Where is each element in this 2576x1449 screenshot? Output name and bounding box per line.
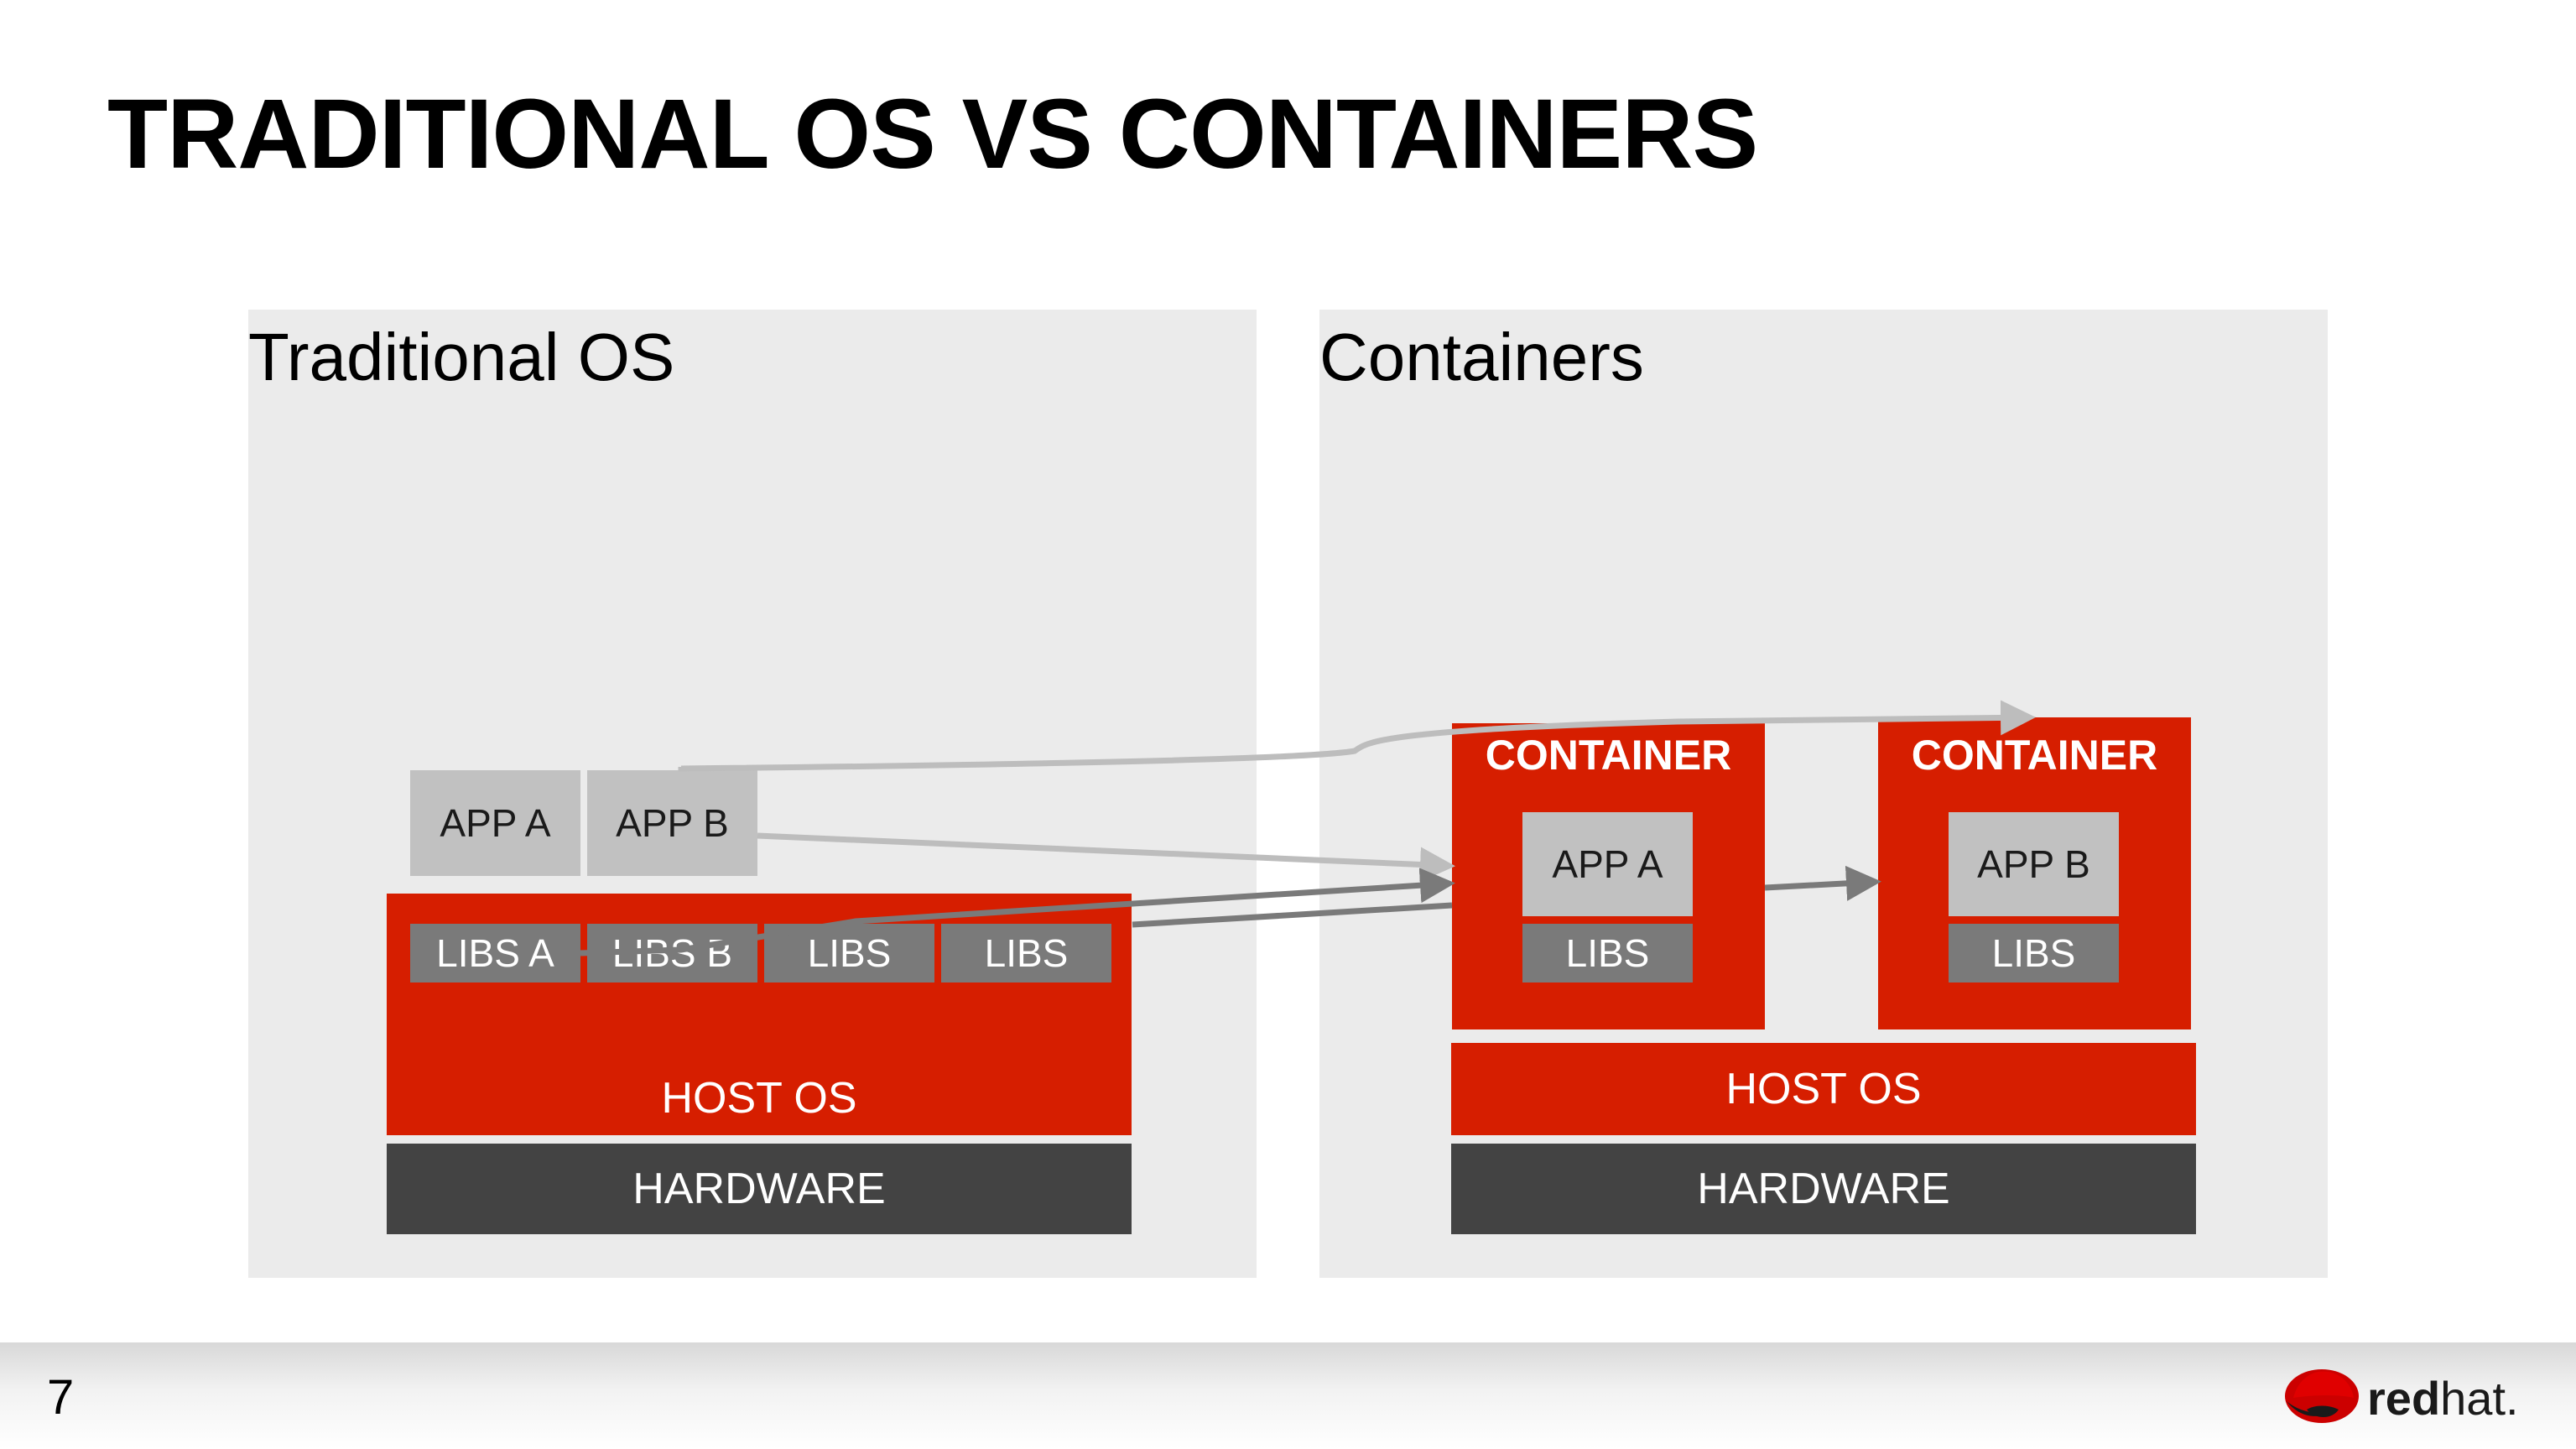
app-a-box: APP A bbox=[410, 770, 580, 876]
arrow-libs-a-to-container-a bbox=[580, 868, 1455, 956]
libs-box: LIBS bbox=[764, 924, 934, 983]
arrow-container-a-to-container-b bbox=[1764, 865, 1881, 901]
container-libs-a-box: LIBS bbox=[1522, 924, 1693, 983]
container-host-os-block: HOST OS bbox=[1451, 1043, 2196, 1135]
host-os-label: HOST OS bbox=[661, 1074, 857, 1123]
slide-footer bbox=[0, 1342, 2576, 1449]
containers-heading: Containers bbox=[1319, 320, 1644, 394]
arrow-libs-b-to-container bbox=[1132, 902, 1453, 928]
page-number: 7 bbox=[47, 1370, 75, 1425]
hardware-block: HARDWARE bbox=[387, 1144, 1132, 1234]
app-b-box: APP B bbox=[587, 770, 757, 876]
slide-title: TRADITIONAL OS VS CONTAINERS bbox=[107, 79, 1758, 190]
traditional-os-heading: Traditional OS bbox=[248, 320, 675, 394]
container-app-b-box: APP B bbox=[1949, 812, 2119, 916]
redhat-logo-text: redhat. bbox=[2367, 1371, 2519, 1426]
arrow-app-b-to-container-b bbox=[678, 700, 2036, 772]
container-libs-b-box: LIBS bbox=[1949, 924, 2119, 983]
arrow-app-a-to-container-a bbox=[757, 832, 1455, 883]
container-app-a-box: APP A bbox=[1522, 812, 1693, 916]
libs-box: LIBS bbox=[941, 924, 1111, 983]
libs-a-box: LIBS A bbox=[410, 924, 580, 983]
container-hardware-block: HARDWARE bbox=[1451, 1144, 2196, 1234]
container-a-label: CONTAINER bbox=[1485, 732, 1732, 779]
logo-text-light: hat. bbox=[2440, 1372, 2519, 1425]
logo-text-bold: red bbox=[2367, 1372, 2441, 1425]
redhat-logo-icon bbox=[2285, 1369, 2359, 1423]
container-b-label: CONTAINER bbox=[1911, 732, 2158, 779]
